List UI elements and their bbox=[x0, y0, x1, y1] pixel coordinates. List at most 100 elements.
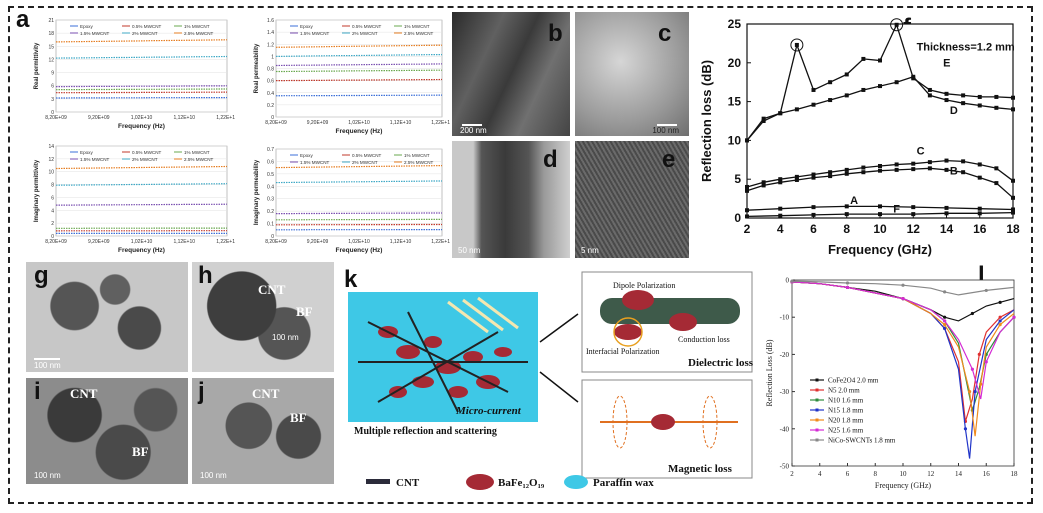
label-i-bf: BF bbox=[132, 444, 149, 459]
series-line bbox=[55, 55, 228, 59]
data-point bbox=[911, 205, 916, 210]
series-label: B bbox=[950, 166, 958, 178]
x-axis-label: Frequency (Hz) bbox=[118, 123, 165, 130]
y-tick-label: -50 bbox=[780, 463, 790, 471]
data-point bbox=[861, 165, 866, 170]
data-point bbox=[901, 283, 905, 287]
data-point bbox=[944, 211, 949, 216]
tem-image-j: 100 nm bbox=[192, 378, 334, 484]
legend-entry: 1% MWCNT bbox=[404, 153, 430, 158]
data-point bbox=[943, 319, 947, 323]
bafe-particle bbox=[614, 324, 642, 340]
bafe-particle bbox=[622, 290, 654, 310]
x-tick-label: 8 bbox=[843, 222, 850, 236]
legend-cnt-swatch bbox=[366, 479, 390, 484]
legend-entry: 1.5% MWCNT bbox=[80, 157, 110, 162]
data-point bbox=[745, 138, 749, 143]
x-tick-label: 18 bbox=[1011, 470, 1019, 478]
scale-text-c: 100 nm bbox=[652, 126, 679, 135]
x-tick-label: 2 bbox=[790, 470, 794, 478]
data-point bbox=[927, 166, 932, 171]
data-point bbox=[778, 206, 783, 211]
data-point bbox=[894, 22, 899, 27]
data-point bbox=[878, 204, 882, 209]
data-point bbox=[894, 80, 899, 85]
data-point bbox=[778, 111, 783, 116]
data-point bbox=[977, 206, 982, 211]
series-label: D bbox=[950, 105, 958, 117]
x-tick-label: 8,20E+09 bbox=[265, 239, 287, 245]
data-point bbox=[998, 323, 1002, 327]
data-point bbox=[745, 188, 749, 193]
data-point bbox=[977, 175, 982, 180]
series-line bbox=[275, 63, 443, 67]
series-line bbox=[275, 44, 443, 48]
legend-entry: 1% MWCNT bbox=[184, 150, 210, 155]
data-point bbox=[977, 162, 982, 167]
data-point bbox=[944, 158, 949, 163]
legend-entry: Epoxy bbox=[300, 24, 313, 29]
legend-marker bbox=[815, 388, 819, 392]
legend-entry: 1.5% MWCNT bbox=[300, 160, 330, 165]
data-point bbox=[745, 214, 749, 219]
series-line bbox=[276, 69, 442, 73]
data-point bbox=[1011, 95, 1015, 100]
y-tick-label: 1 bbox=[271, 54, 274, 60]
y-axis-label: Imaginary permeability bbox=[254, 159, 260, 225]
data-point bbox=[761, 180, 766, 185]
y-tick-label: 0.5 bbox=[267, 172, 274, 178]
legend-marker bbox=[815, 398, 819, 402]
y-axis-label: Real permittivity bbox=[34, 42, 40, 89]
series-line bbox=[791, 280, 1015, 296]
plot-area bbox=[791, 279, 1015, 467]
data-point bbox=[994, 105, 999, 110]
series-line bbox=[55, 165, 228, 170]
series-line bbox=[275, 165, 443, 169]
x-tick-label: 6 bbox=[846, 470, 850, 478]
legend-bafe-swatch bbox=[466, 474, 494, 490]
legend-entry: 0.5% MWCNT bbox=[352, 24, 382, 29]
data-point bbox=[994, 181, 999, 186]
scale-bar bbox=[462, 124, 482, 126]
legend-entry: 2% MWCNT bbox=[132, 157, 158, 162]
y-tick-label: -40 bbox=[780, 425, 790, 433]
data-point bbox=[844, 171, 849, 176]
panel-label-b: b bbox=[548, 20, 563, 47]
x-tick-label: 1,12E+10 bbox=[390, 239, 412, 245]
y-tick-label: 21 bbox=[48, 18, 54, 24]
plot-area bbox=[275, 148, 443, 237]
data-point bbox=[927, 160, 932, 165]
y-tick-label: 0.3 bbox=[267, 197, 274, 203]
data-point bbox=[794, 177, 799, 182]
legend-marker bbox=[815, 408, 819, 412]
data-point bbox=[944, 98, 949, 103]
y-tick-label: 0.8 bbox=[267, 67, 274, 73]
legend-bafe: BaFe₁₂O₁₉ bbox=[498, 477, 545, 489]
legend-marker bbox=[815, 418, 819, 422]
legend-entry: 2% MWCNT bbox=[352, 31, 378, 36]
data-point bbox=[811, 175, 816, 180]
data-point bbox=[943, 323, 947, 327]
data-point bbox=[961, 159, 966, 164]
y-tick-label: 0 bbox=[786, 277, 790, 285]
x-tick-label: 1,02E+10 bbox=[131, 239, 153, 245]
data-point bbox=[861, 170, 866, 175]
y-tick-label: 0.2 bbox=[267, 209, 274, 215]
data-point bbox=[794, 107, 799, 112]
scale-bar bbox=[34, 358, 60, 360]
data-point bbox=[977, 211, 982, 216]
text-micro-current: Micro-current bbox=[455, 405, 522, 417]
y-tick-label: 12 bbox=[48, 57, 54, 63]
legend-entry: N25 1.6 mm bbox=[828, 427, 864, 435]
legend-entry: N10 1.6 mm bbox=[828, 397, 864, 405]
panel-label-g: g bbox=[34, 262, 49, 289]
y-axis-label: Reflection Loss (dB) bbox=[765, 339, 774, 406]
x-axis-label: Frequency (Hz) bbox=[118, 247, 165, 254]
label-i-cnt: CNT bbox=[70, 386, 98, 401]
scale-text-h: 100 nm bbox=[272, 333, 299, 342]
label-h-bf: BF bbox=[296, 304, 313, 319]
scale-text-e: 5 nm bbox=[581, 246, 599, 255]
